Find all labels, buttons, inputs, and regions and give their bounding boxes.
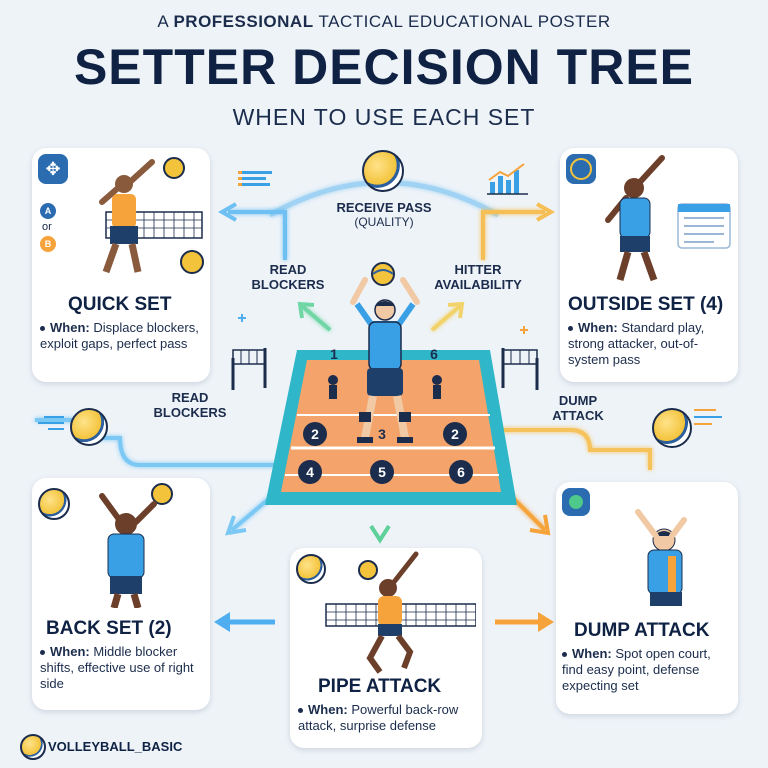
dump-attack-setter-illustration <box>635 509 687 606</box>
read-blockers-left-label: READ BLOCKERS <box>153 390 227 420</box>
pipe-attack-card[interactable]: PIPE ATTACK When: Powerful back-row atta… <box>290 548 482 748</box>
quick-set-hitter-illustration <box>99 157 204 274</box>
dump-attack-title: DUMP ATTACK <box>574 620 710 641</box>
receive-pass-label: RECEIVE PASS (QUALITY) <box>336 200 432 229</box>
back-set-setter-illustration <box>99 483 173 608</box>
zone-number: 6 <box>430 346 438 362</box>
left-speed-lines-icon <box>38 412 64 434</box>
left-volleyball-icon <box>70 408 108 446</box>
hitter-availability-label: HITTER AVAILABILITY <box>434 262 522 292</box>
outside-set-title: OUTSIDE SET (4) <box>568 294 724 315</box>
dump-attack-side-label: DUMP ATTACK <box>552 393 604 423</box>
quick-set-card[interactable]: ✥ A or B QUICK SET When: Displace blocke… <box>32 148 210 382</box>
pipe-attack-description: When: Powerful back-row attack, surprise… <box>298 702 459 733</box>
player-target-icon <box>562 488 590 516</box>
dump-attack-card[interactable]: DUMP ATTACK When: Spot open court, find … <box>556 482 738 714</box>
quick-set-description: When: Displace blockers, exploit gaps, p… <box>40 320 199 351</box>
move-arrows-icon: ✥ <box>38 154 68 184</box>
dump-attack-description: When: Spot open court, find easy point, … <box>562 646 711 693</box>
back-set-ball-icon <box>38 488 70 520</box>
back-set-title: BACK SET (2) <box>46 618 172 639</box>
page-title: SETTER DECISION TREE <box>73 39 695 95</box>
quick-set-title: QUICK SET <box>68 294 172 315</box>
outside-set-hitter-illustration <box>605 155 731 282</box>
setter-illustration <box>350 262 420 443</box>
brand-logo-icon <box>20 734 46 760</box>
outside-set-card[interactable]: OUTSIDE SET (4) When: Standard play, str… <box>560 148 738 382</box>
page-subtitle: WHEN TO USE EACH SET <box>232 104 536 130</box>
outside-set-description: When: Standard play, strong attacker, ou… <box>568 320 705 367</box>
player-badge-icon <box>566 154 596 184</box>
pipe-attack-ball-icon <box>296 554 326 584</box>
back-set-card[interactable]: BACK SET (2) When: Middle blocker shifts… <box>32 478 210 710</box>
zone-number: 1 <box>330 346 338 362</box>
right-volleyball-icon <box>652 408 692 448</box>
option-b-badge: B <box>40 236 56 252</box>
pipe-attack-hitter-illustration <box>325 551 476 674</box>
right-speed-lines-icon <box>694 404 724 430</box>
brand-name: VOLLEYBALL_BASIC <box>48 739 183 754</box>
zone-number: 5 <box>370 460 394 484</box>
option-a-badge: A <box>40 203 56 219</box>
pipe-attack-title: PIPE ATTACK <box>318 676 442 697</box>
zone-number: 2 <box>443 422 467 446</box>
zone-number: 2 <box>303 422 327 446</box>
read-blockers-top-label: READ BLOCKERS <box>251 262 325 292</box>
list-lines-icon <box>238 168 274 194</box>
bar-chart-icon <box>487 163 528 195</box>
zone-number: 4 <box>298 460 322 484</box>
poster-kicker: A PROFESSIONAL TACTICAL EDUCATIONAL POST… <box>157 12 611 31</box>
zone-number: 6 <box>449 460 473 484</box>
center-ball-icon <box>362 150 404 192</box>
option-or-text: or <box>42 221 52 233</box>
back-set-description: When: Middle blocker shifts, effective u… <box>40 644 194 691</box>
zone-number: 3 <box>378 426 386 442</box>
